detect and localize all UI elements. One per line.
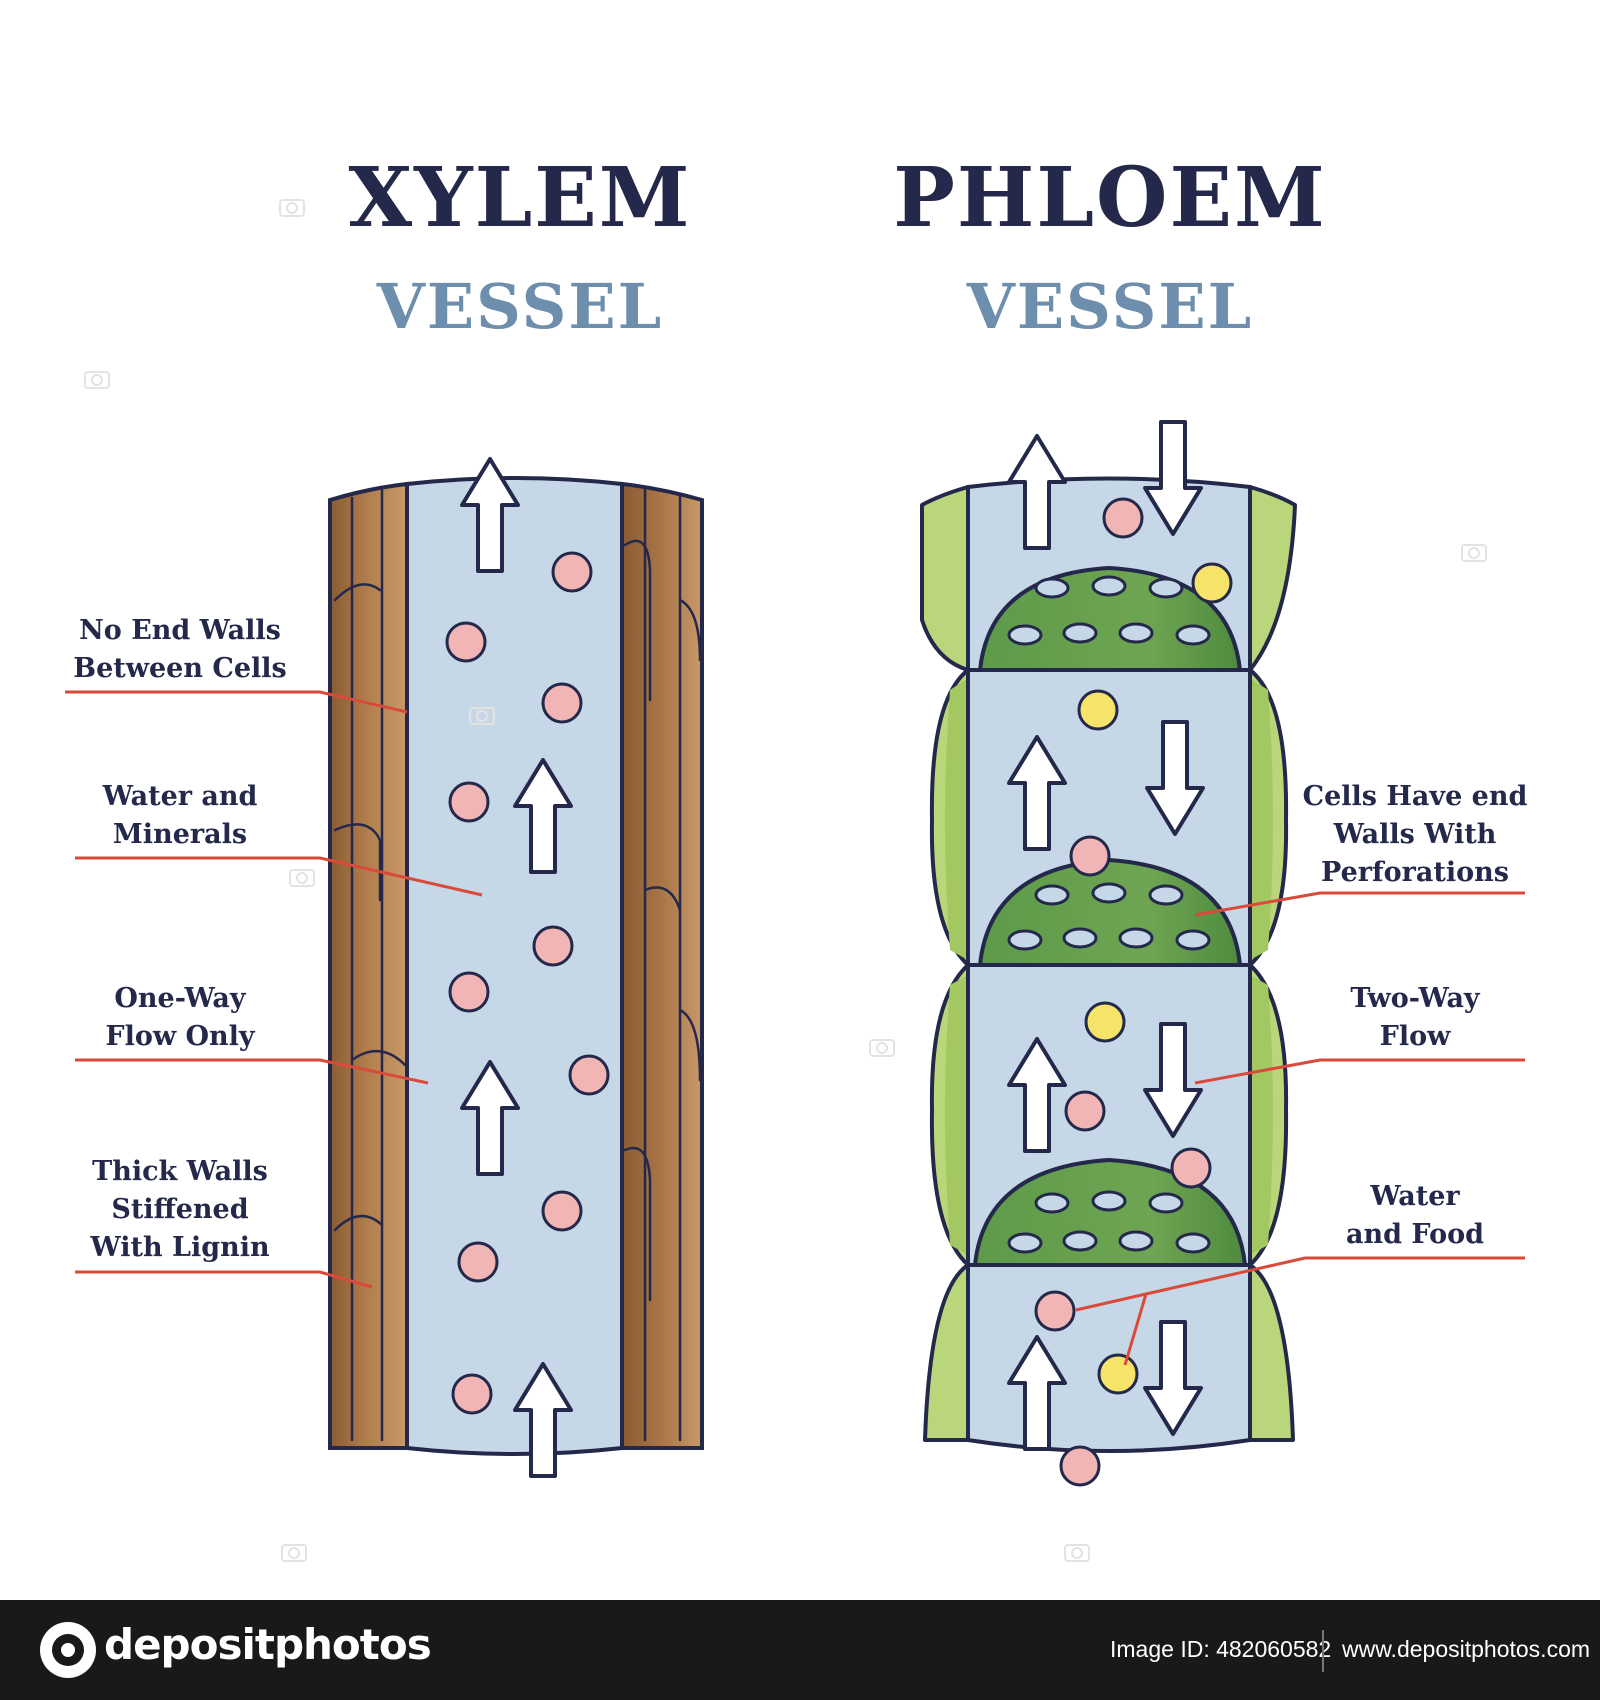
xylem-subtitle: VESSEL <box>376 270 664 343</box>
footer-divider <box>1322 1630 1324 1672</box>
phloem-vessel <box>920 420 1297 1487</box>
depositphotos-logo-icon <box>40 1622 96 1678</box>
phloem-left-wall-top <box>920 485 970 672</box>
site-url[interactable]: www.depositphotos.com <box>1342 1636 1591 1662</box>
phloem-water-particles <box>1034 497 1212 1487</box>
camera-icon <box>84 199 1487 1562</box>
label-water-minerals: Water and Minerals <box>102 781 258 850</box>
label-two-way-flow: Two-Way Flow <box>1350 983 1480 1052</box>
xylem-left-wall <box>328 481 409 1450</box>
vessel-diagram <box>65 199 1525 1562</box>
phloem-title: PHLOEM <box>893 150 1327 246</box>
label-one-way-flow: One-Way Flow Only <box>105 983 255 1052</box>
phloem-right-cell-4 <box>1248 1263 1295 1442</box>
phloem-left-cell-4 <box>923 1263 970 1442</box>
phloem-subtitle: VESSEL <box>966 270 1254 343</box>
xylem-title: XYLEM <box>348 150 692 246</box>
label-water-food: Water and Food <box>1346 1181 1484 1250</box>
leader-lines <box>65 690 1525 1366</box>
label-no-end-walls: No End Walls Between Cells <box>73 615 287 684</box>
xylem-particles <box>445 551 610 1415</box>
sieve-perforations <box>1007 575 1211 1254</box>
label-thick-walls: Thick Walls Stiffened With Lignin <box>90 1156 270 1263</box>
xylem-vessel <box>328 457 704 1478</box>
phloem-food-particles <box>1077 562 1233 1395</box>
xylem-right-wall <box>620 481 704 1450</box>
brand-name: depositphotos <box>104 1620 432 1669</box>
footer-bar: depositphotos Image ID: 482060582 www.de… <box>0 1600 1600 1700</box>
image-id: Image ID: 482060582 <box>1110 1636 1332 1662</box>
xylem-fluid-channel <box>405 476 624 1456</box>
label-cells-end-walls: Cells Have end Walls With Perforations <box>1302 781 1528 888</box>
phloem-right-wall-top <box>1248 485 1297 672</box>
